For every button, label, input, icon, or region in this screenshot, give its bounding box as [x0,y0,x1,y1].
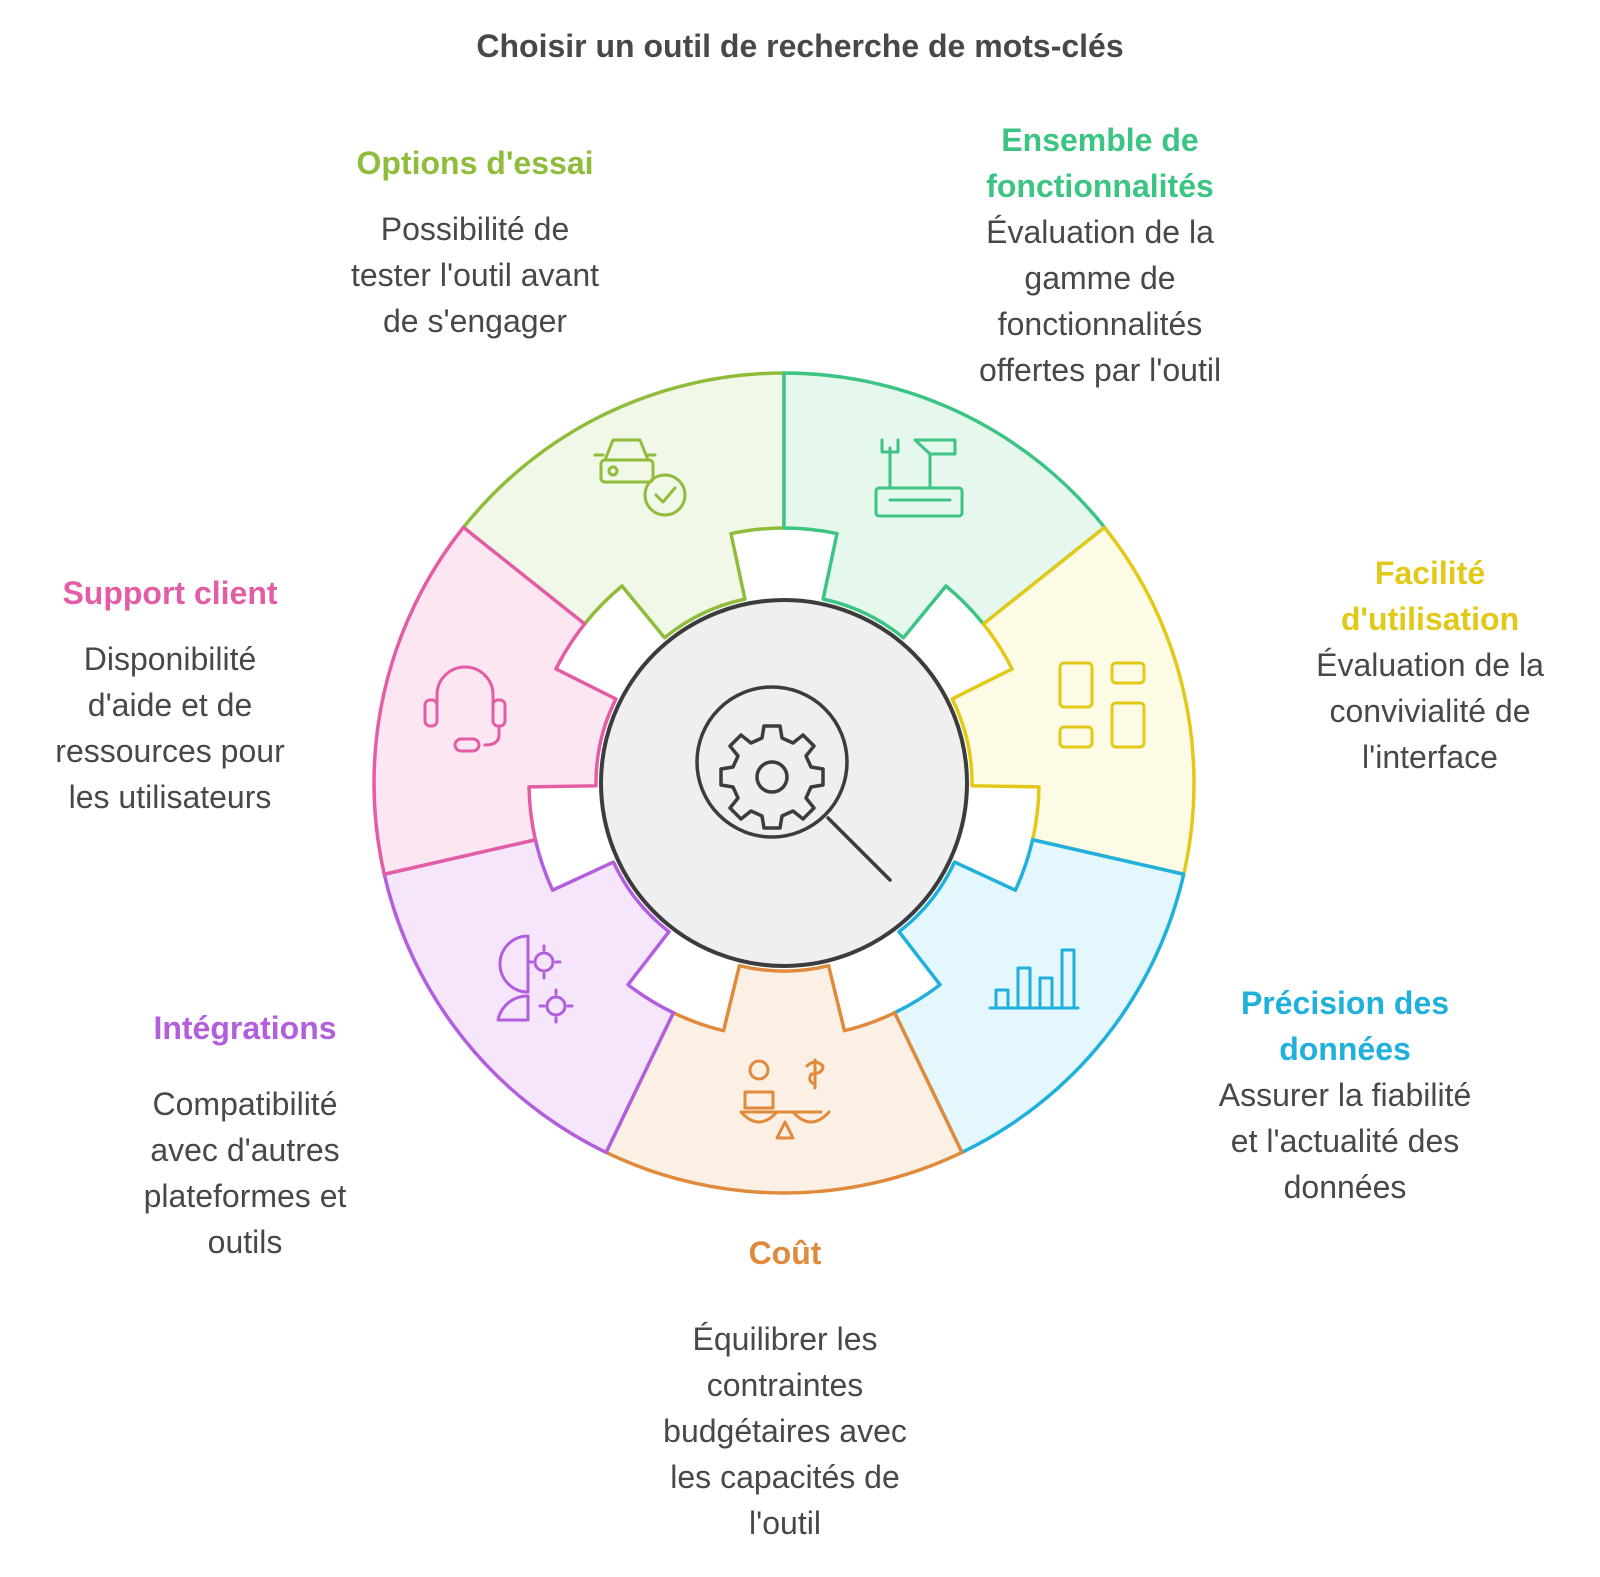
segment-title: Ensemble de fonctionnalités [986,122,1214,204]
segment-description: Équilibrer les contraintes budgétaires a… [663,1321,907,1541]
segment-title: Intégrations [153,1010,337,1046]
segment-title: Précision des données [1240,985,1450,1067]
segment-description: Évaluation de la gamme de fonctionnalité… [978,214,1222,388]
segment-description: Disponibilité d'aide et de ressources po… [55,641,285,815]
layout-icon [1058,661,1146,749]
segment-description: Possibilité de tester l'outil avant de s… [350,211,599,339]
segment-title: Support client [62,575,278,611]
segment-description: Assurer la fiabilité et l'actualité des … [1218,1077,1472,1205]
headset-icon [423,665,507,753]
balance-icon [739,1058,831,1140]
car-check-icon [593,438,687,517]
segment-title: Facilité d'utilisation [1340,555,1520,637]
center-hub [599,598,969,968]
page-title: Choisir un outil de recherche de mots-cl… [476,28,1124,64]
segment-description: Évaluation de la convivialité de l'inter… [1316,647,1544,775]
head-gears-icon [496,934,574,1024]
segment-cout [604,963,964,1195]
bar-chart-icon [988,948,1080,1010]
segment-title: Coût [748,1235,822,1271]
gear-search-icon [695,685,892,882]
segment-title: Options d'essai [356,145,594,181]
toolbox-icon [874,438,964,518]
segment-description: Compatibilité avec d'autres plateformes … [143,1086,347,1260]
